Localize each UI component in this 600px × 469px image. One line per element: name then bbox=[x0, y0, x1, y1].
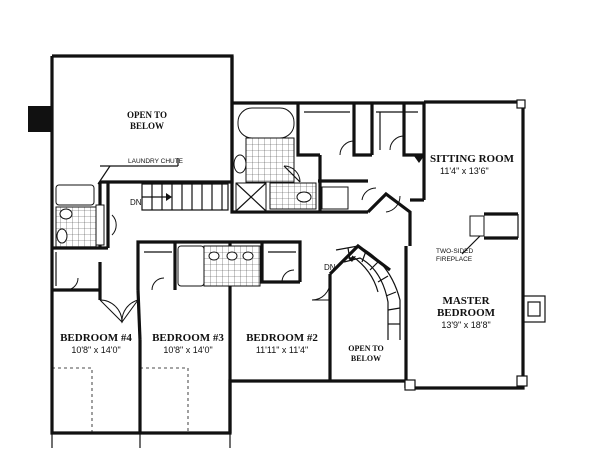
fireplace-label-1: TWO-SIDED bbox=[436, 248, 473, 255]
bedroom-2-dims: 11'11" x 11'4" bbox=[256, 345, 308, 355]
open-to-below-stair-line2: BELOW bbox=[351, 354, 381, 363]
bay-outlines bbox=[52, 367, 231, 433]
fireplace-label-2: FIREPLACE bbox=[436, 256, 473, 263]
corner-posts bbox=[404, 99, 528, 391]
master-bedroom-name-1: MASTER bbox=[442, 295, 490, 307]
open-to-below-main-line1: OPEN TO bbox=[127, 110, 167, 120]
sitting-room-dims: 11'4" x 13'6" bbox=[440, 166, 489, 176]
stair-left: DN bbox=[130, 183, 229, 211]
bedroom-closets bbox=[55, 251, 296, 291]
open-to-below-main-line2: BELOW bbox=[130, 121, 164, 131]
bedroom-doors bbox=[99, 187, 401, 324]
bedroom-3-name: BEDROOM #3 bbox=[152, 332, 224, 344]
outside-chimney bbox=[522, 295, 546, 323]
sitting-room-name: SITTING ROOM bbox=[430, 153, 515, 165]
bedroom-3-dims: 10'8" x 14'0" bbox=[163, 345, 212, 355]
open-to-below-stair-line1: OPEN TO bbox=[348, 344, 384, 353]
bay-windows bbox=[51, 433, 231, 448]
laundry-chute-label: LAUNDRY CHUTE bbox=[128, 158, 184, 165]
bedroom-2-name: BEDROOM #2 bbox=[246, 332, 318, 344]
master-bedroom-name-2: BEDROOM bbox=[437, 307, 496, 319]
stair-left-label: DN bbox=[130, 198, 142, 207]
stair-right-label: DN bbox=[324, 263, 336, 272]
bedroom-4-dims: 10'8" x 14'0" bbox=[71, 345, 120, 355]
stair-right: DN bbox=[324, 245, 401, 340]
center-bath bbox=[173, 242, 264, 290]
chimney bbox=[28, 106, 52, 132]
master-bath bbox=[233, 107, 349, 212]
bedroom-4-name: BEDROOM #4 bbox=[60, 332, 132, 344]
arrow-marker bbox=[414, 156, 424, 163]
hall-bath bbox=[55, 184, 105, 248]
master-bedroom-dims: 13'9" x 18'8" bbox=[441, 320, 490, 330]
closets-upper bbox=[296, 103, 424, 163]
fireplace: TWO-SIDED FIREPLACE bbox=[436, 212, 519, 263]
